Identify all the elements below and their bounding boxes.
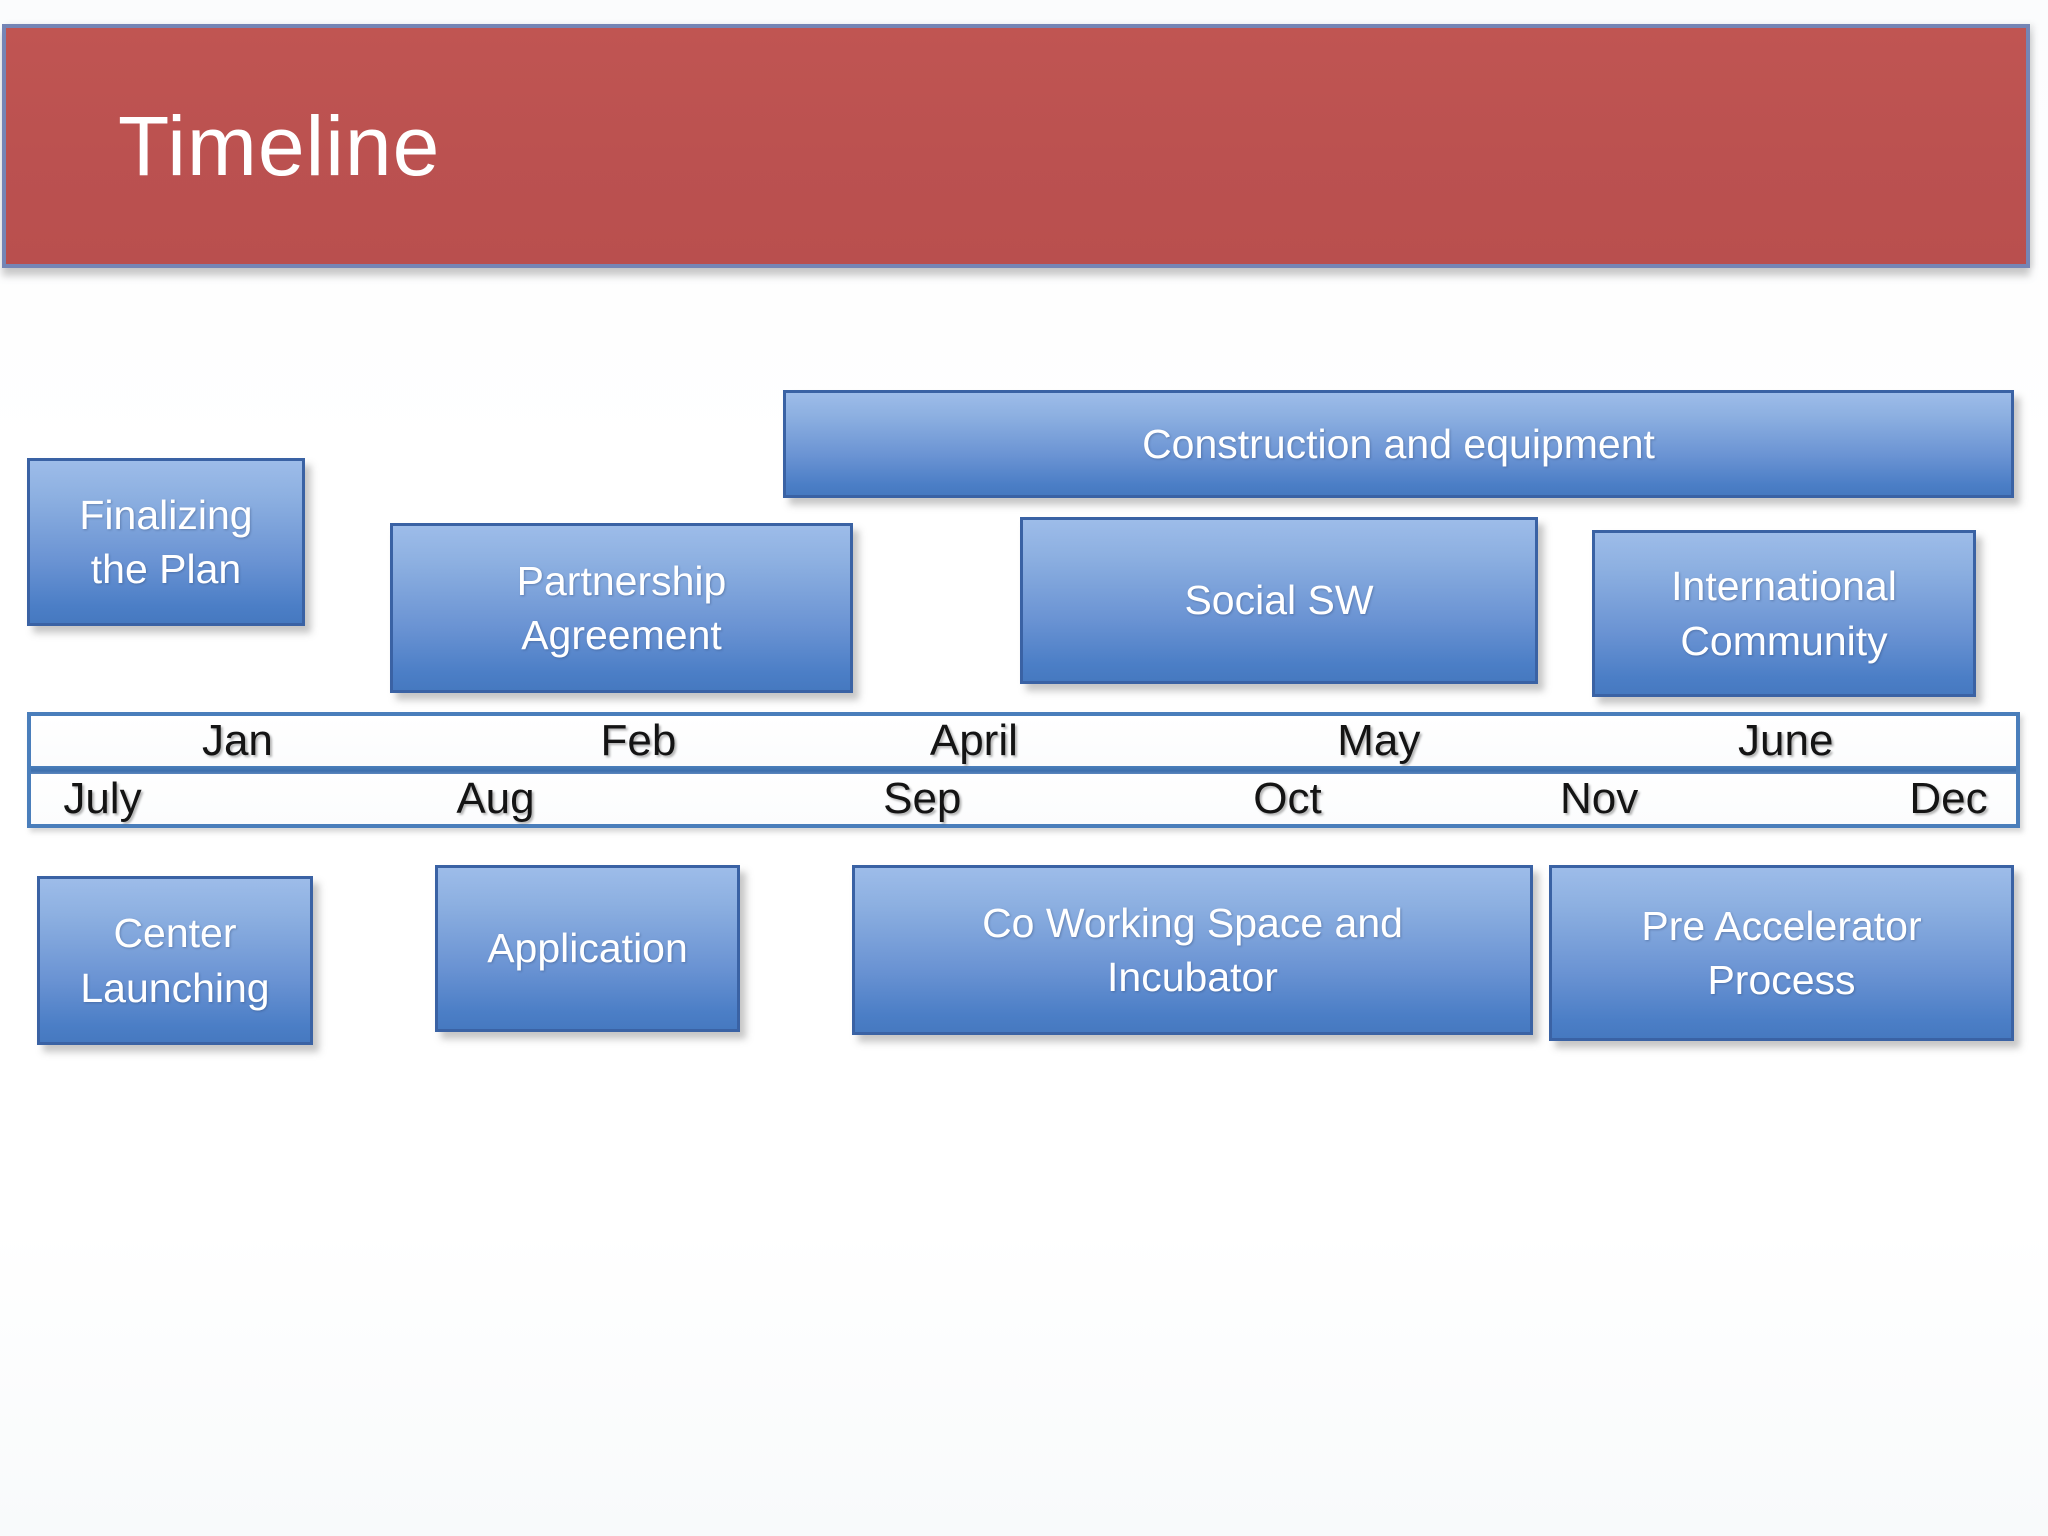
event-label: Application — [487, 925, 688, 972]
month-label-oct: Oct — [1253, 774, 1322, 823]
month-label-aug: Aug — [456, 774, 535, 823]
event-label: International Community — [1671, 563, 1897, 664]
month-label-nov: Nov — [1560, 774, 1639, 823]
month-label-sep: Sep — [883, 774, 962, 823]
event-label: Center Launching — [80, 910, 270, 1011]
event-box-social-sw[interactable]: Social SW — [1020, 517, 1538, 684]
timeline-row-second-half: July Aug Sep Oct Nov Dec — [31, 774, 2016, 824]
event-label: Pre Accelerator Process — [1641, 902, 1922, 1003]
event-box-coworking-space-incubator[interactable]: Co Working Space and Incubator — [852, 865, 1533, 1035]
event-label: Co Working Space and Incubator — [982, 899, 1403, 1000]
month-label-july: July — [63, 774, 142, 823]
event-box-international-community[interactable]: International Community — [1592, 530, 1976, 697]
event-box-pre-accelerator-process[interactable]: Pre Accelerator Process — [1549, 865, 2014, 1041]
timeline-divider — [31, 766, 2016, 774]
month-label-may: May — [1337, 716, 1421, 765]
month-label-april: April — [929, 716, 1018, 765]
event-box-center-launching[interactable]: Center Launching — [37, 876, 313, 1045]
month-label-june: June — [1738, 716, 1834, 765]
timeline-row-first-half: Jan Feb April May June — [31, 716, 2016, 766]
month-label-jan: Jan — [201, 716, 273, 765]
month-label-feb: Feb — [600, 716, 677, 765]
slide-title: Timeline — [118, 98, 441, 193]
event-box-partnership-agreement[interactable]: Partnership Agreement — [390, 523, 853, 693]
event-box-construction-and-equipment[interactable]: Construction and equipment — [783, 390, 2014, 498]
event-label: Finalizing the Plan — [79, 491, 253, 592]
title-bar: Timeline — [2, 24, 2030, 268]
event-box-finalizing-the-plan[interactable]: Finalizing the Plan — [27, 458, 305, 626]
event-label: Social SW — [1184, 577, 1374, 624]
event-label: Partnership Agreement — [516, 557, 727, 658]
event-box-application[interactable]: Application — [435, 865, 740, 1032]
event-label: Construction and equipment — [1142, 420, 1655, 467]
month-label-dec: Dec — [1909, 774, 1988, 823]
timeline-band: Jan Feb April May June July Aug Sep Oct … — [27, 712, 2020, 828]
